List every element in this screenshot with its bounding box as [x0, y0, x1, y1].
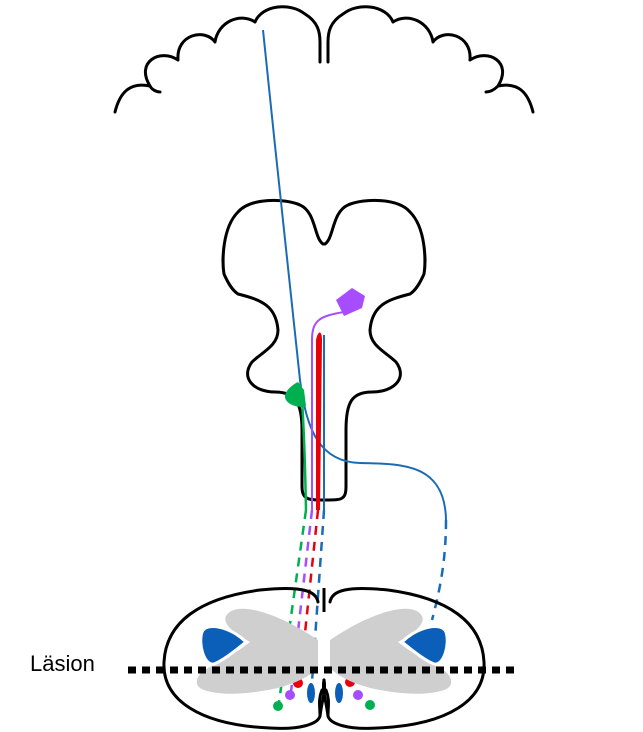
- corticospinal-tract: [262, 29, 448, 683]
- lesion-label: Läsion: [30, 651, 95, 676]
- right-motor-nucleus: [399, 625, 449, 666]
- vestibulospinal-right-dot: [365, 700, 375, 710]
- brainstem: [221, 198, 427, 502]
- tectospinal-left-dot: [285, 690, 295, 700]
- left-motor-nucleus: [199, 625, 249, 666]
- cerebral-cortex: [113, 5, 535, 114]
- right-anterior-corticospinal: [335, 683, 343, 703]
- tectospinal-right-dot: [353, 690, 363, 700]
- left-anterior-corticospinal: [307, 683, 315, 703]
- spinal-cord-section: [162, 587, 486, 730]
- vestibulospinal-left-dot: [273, 701, 283, 711]
